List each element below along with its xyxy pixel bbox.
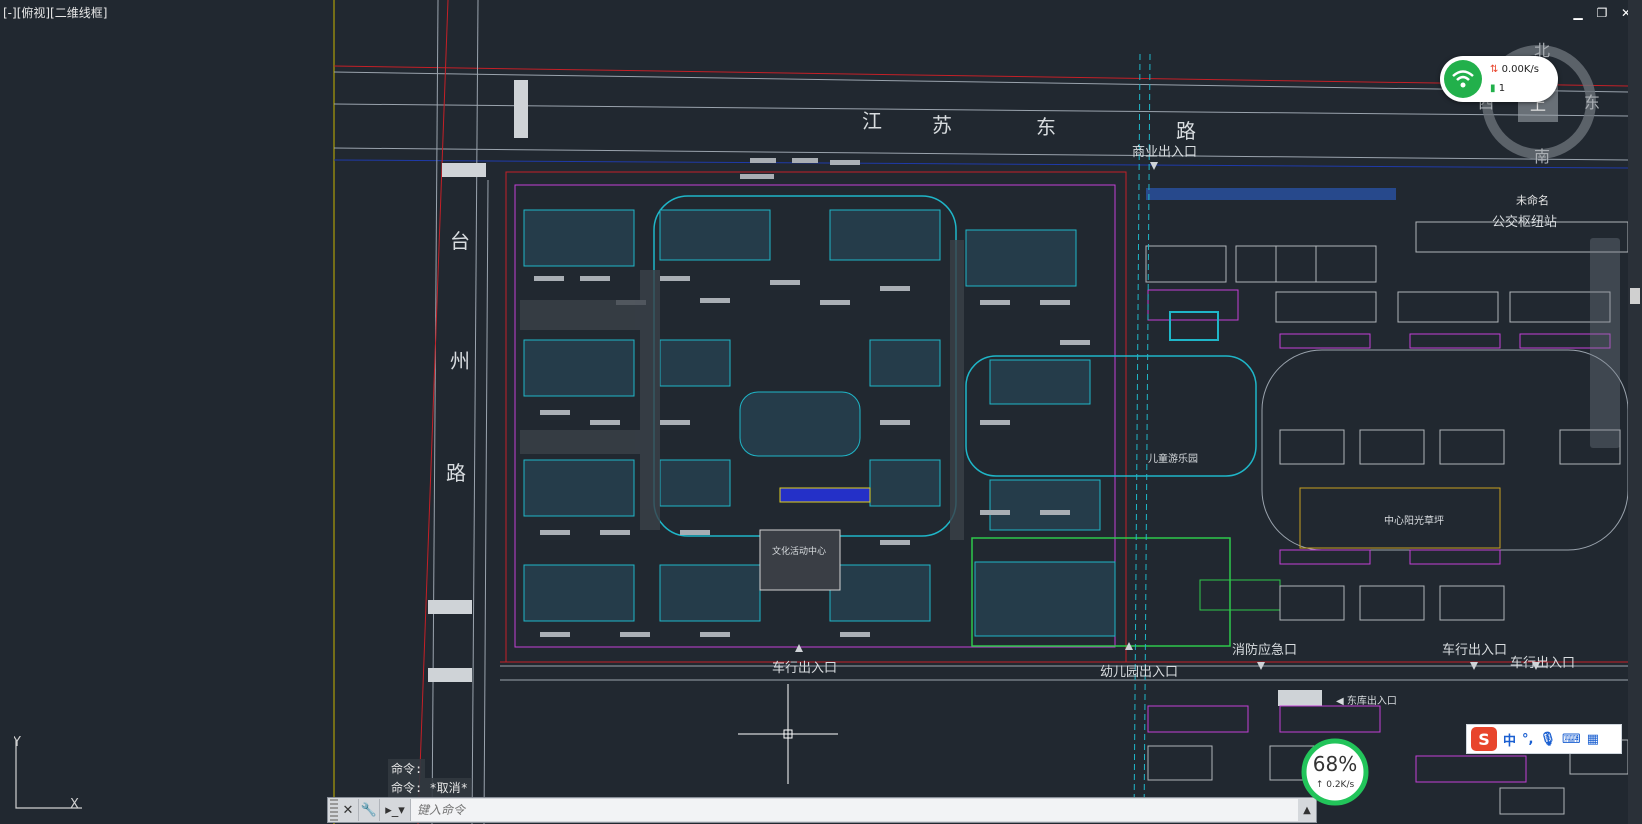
- svg-text:幼儿园出入口: 幼儿园出入口: [1100, 665, 1178, 680]
- crosswalks: [428, 80, 1322, 706]
- compass-north[interactable]: 北: [1534, 41, 1550, 60]
- navigation-bar[interactable]: [1590, 238, 1620, 448]
- wrench-icon: 🔧: [360, 802, 378, 818]
- battery-icon: ▮: [1490, 83, 1496, 94]
- gauge-percent: 68%: [1312, 752, 1358, 776]
- svg-text:消防应急口: 消防应急口: [1232, 642, 1297, 658]
- memory-gauge[interactable]: 68% ↑ 0.2K/s: [1301, 738, 1369, 806]
- road-names: 江 苏 东 路 台 州 路: [446, 109, 1196, 485]
- minimize-button[interactable]: ▁: [1573, 6, 1583, 20]
- vertical-scrollbar[interactable]: [1628, 0, 1642, 824]
- residential-blocks: [523, 209, 1116, 637]
- ucs-y-label: Y: [14, 736, 21, 750]
- command-input[interactable]: [411, 799, 1298, 821]
- svg-text:台: 台: [450, 229, 470, 253]
- transfer-arrows-icon: ⇅: [1490, 64, 1499, 75]
- microphone-icon[interactable]: 🎙: [1539, 731, 1556, 747]
- ime-language-toggle[interactable]: 中: [1503, 733, 1517, 749]
- site-labels: 商业出入口 公交枢纽站 车行出入口 幼儿园出入口 消防应急口 车行出入口 车行出…: [772, 145, 1575, 707]
- east-residential: [1147, 429, 1629, 815]
- svg-text:车行出入口: 车行出入口: [772, 660, 837, 676]
- cursor-crosshair: [738, 684, 838, 784]
- prompt-icon: ▸_▾: [385, 802, 405, 818]
- close-icon: ✕: [342, 802, 354, 818]
- svg-text:州: 州: [450, 349, 470, 373]
- entry-markers: [795, 162, 1540, 670]
- wifi-icon: [1444, 60, 1482, 98]
- svg-text:商业出入口: 商业出入口: [1132, 145, 1197, 160]
- commercial-zone: [1145, 188, 1629, 611]
- viewcube-compass[interactable]: 北 南 东 西 上: [1478, 40, 1600, 164]
- east-magenta-lines: [1147, 333, 1611, 783]
- toolbox-grid-icon[interactable]: ▦: [1586, 731, 1600, 747]
- viewport-window-controls: ▁ ❐ ✕: [1572, 6, 1632, 20]
- svg-text:公交枢纽站: 公交枢纽站: [1492, 214, 1557, 230]
- svg-text:车行出入口: 车行出入口: [1442, 642, 1507, 658]
- scrollbar-thumb[interactable]: [1630, 288, 1640, 304]
- svg-text:东: 东: [1036, 115, 1056, 139]
- network-monitor-widget[interactable]: ⇅ 0.00K/s ▮ 1: [1440, 56, 1558, 102]
- svg-text:路: 路: [1176, 119, 1196, 143]
- svg-text:◀ 东库出入口: ◀ 东库出入口: [1336, 694, 1397, 707]
- close-button[interactable]: ✕: [1620, 6, 1632, 20]
- south-road: [500, 661, 1628, 681]
- svg-text:路: 路: [446, 461, 466, 485]
- chevron-up-icon: ▲: [1303, 804, 1311, 816]
- command-history-line-2: 命令: *取消*: [388, 778, 471, 797]
- command-line: ✕ 🔧 ▸_▾ ▲: [327, 797, 1317, 823]
- restore-button[interactable]: ❐: [1596, 6, 1608, 20]
- command-line-grip[interactable]: [330, 799, 338, 821]
- recent-commands-button[interactable]: ▸_▾: [380, 799, 411, 821]
- command-history-line-1: 命令:: [388, 759, 426, 778]
- customize-button[interactable]: 🔧: [359, 799, 380, 821]
- compass-east[interactable]: 东: [1584, 93, 1600, 112]
- site-hatch: [520, 240, 964, 540]
- network-count: ▮ 1: [1490, 83, 1505, 94]
- north-road: [333, 65, 1629, 169]
- close-command-line-button[interactable]: ✕: [338, 799, 359, 821]
- svg-text:苏: 苏: [932, 113, 952, 137]
- keyboard-icon[interactable]: ⌨: [1561, 731, 1581, 747]
- ime-punctuation-toggle[interactable]: °,: [1522, 731, 1534, 747]
- west-road: [417, 0, 489, 824]
- viewport-label[interactable]: [-][俯视][二维线框]: [3, 6, 108, 20]
- ime-toolbar[interactable]: S 中 °, 🎙 ⌨ ▦: [1466, 724, 1622, 754]
- command-history-toggle[interactable]: ▲: [1298, 805, 1316, 816]
- ucs-x-label: X: [70, 797, 79, 811]
- annotation-blocks: [534, 158, 1090, 637]
- gauge-rate: ↑ 0.2K/s: [1315, 780, 1355, 790]
- count-value: 1: [1498, 83, 1506, 94]
- compass-south[interactable]: 南: [1534, 147, 1550, 164]
- network-speed: ⇅ 0.00K/s: [1490, 64, 1539, 75]
- svg-text:儿童游乐园: 儿童游乐园: [1148, 452, 1198, 465]
- axis-lines: [1133, 53, 1151, 824]
- svg-text:中心阳光草坪: 中心阳光草坪: [1384, 514, 1444, 527]
- ucs-icon: Y X: [14, 736, 82, 811]
- speed-value: 0.00K/s: [1501, 64, 1539, 75]
- svg-text:车行出入口: 车行出入口: [1510, 655, 1575, 671]
- svg-text:文化活动中心: 文化活动中心: [772, 545, 826, 557]
- svg-text:未命名: 未命名: [1516, 193, 1549, 207]
- sogou-logo-icon[interactable]: S: [1471, 727, 1497, 751]
- svg-text:江: 江: [862, 109, 882, 133]
